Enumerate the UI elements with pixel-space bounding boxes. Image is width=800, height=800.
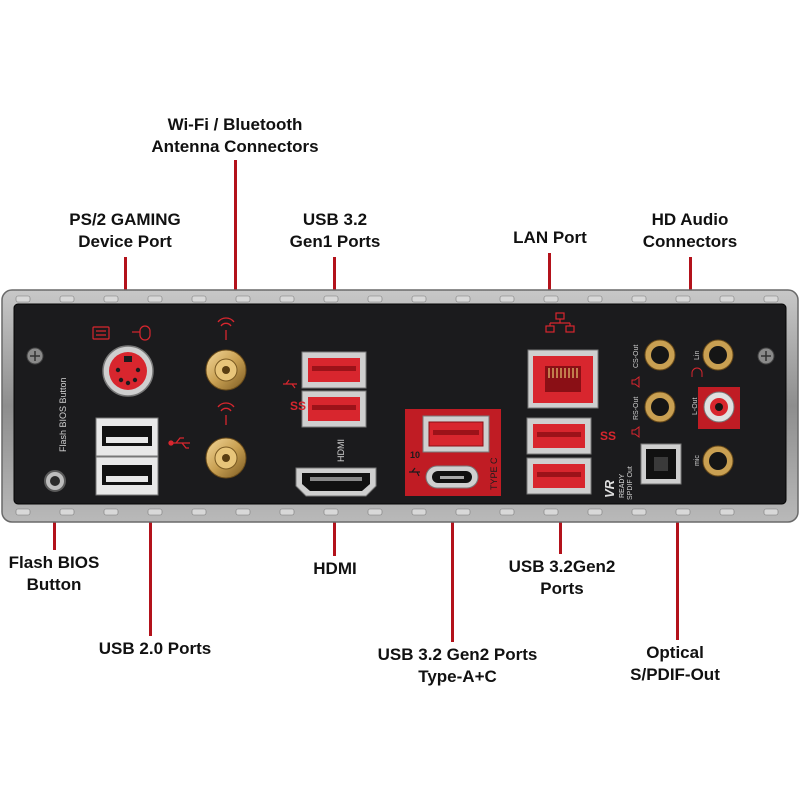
audio-jack-mic[interactable] bbox=[702, 445, 734, 477]
callout-ps2: PS/2 GAMING Device Port bbox=[69, 210, 181, 251]
hdmi-port[interactable] bbox=[295, 467, 377, 497]
usb-icon bbox=[168, 437, 190, 449]
callout-flash-bios: Flash BIOS Button bbox=[8, 553, 100, 594]
headphone-icon bbox=[691, 367, 703, 377]
usb32-gen2-port-top[interactable] bbox=[526, 417, 592, 455]
screw-right bbox=[757, 347, 775, 365]
line-in-panel-label: Lin bbox=[694, 351, 701, 360]
callout-usb32-gen2-ac: USB 3.2 Gen2 Ports Type-A+C bbox=[377, 645, 538, 686]
ten-panel-label: 10 bbox=[410, 450, 420, 460]
mic-panel-label: mic bbox=[694, 455, 701, 466]
cs-out-panel-label: CS-Out bbox=[633, 345, 640, 368]
callout-lan: LAN Port bbox=[513, 228, 587, 247]
usb20-port-bottom[interactable] bbox=[95, 456, 159, 496]
rs-out-panel-label: RS-Out bbox=[633, 397, 640, 420]
screw-left bbox=[26, 347, 44, 365]
network-icon bbox=[545, 312, 575, 333]
usb32-gen1-port-top[interactable] bbox=[301, 351, 367, 389]
callout-usb32-gen2: USB 3.2Gen2 Ports bbox=[508, 557, 616, 598]
leader-wifi bbox=[234, 160, 237, 305]
optical-spdif-port[interactable] bbox=[640, 443, 682, 485]
callout-audio: HD Audio Connectors bbox=[642, 210, 738, 251]
type-c-panel-label: TYPE C bbox=[489, 457, 499, 490]
usb20-port-top[interactable] bbox=[95, 417, 159, 457]
callout-hdmi: HDMI bbox=[313, 559, 357, 578]
leader-usb32-gen2-ac bbox=[451, 500, 454, 642]
callout-usb20: USB 2.0 Ports bbox=[98, 639, 212, 658]
line-out-panel-label: L-Out bbox=[692, 397, 699, 415]
audio-jack-line-out[interactable] bbox=[703, 391, 735, 423]
wifi-antenna-icon bbox=[217, 317, 235, 425]
lan-port[interactable] bbox=[527, 349, 599, 409]
ready-panel-label: READY bbox=[619, 474, 626, 498]
speaker-icon bbox=[631, 376, 640, 438]
leader-usb20 bbox=[149, 496, 152, 636]
frame-dimples bbox=[15, 295, 779, 516]
usb-ss-icon-gen2 bbox=[409, 467, 420, 477]
ss-mark: SS bbox=[290, 399, 306, 413]
ps2-mouse-icon bbox=[92, 325, 151, 341]
audio-jack-rs-out[interactable] bbox=[644, 391, 676, 423]
callout-usb32-gen1: USB 3.2 Gen1 Ports bbox=[289, 210, 381, 251]
leader-hdmi bbox=[333, 496, 336, 556]
usb32-gen2-port-bottom[interactable] bbox=[526, 457, 592, 495]
audio-jack-line-in[interactable] bbox=[702, 339, 734, 371]
ps2-port[interactable] bbox=[102, 345, 154, 397]
callout-optical: Optical S/PDIF-Out bbox=[630, 643, 720, 684]
audio-jack-cs-out[interactable] bbox=[644, 339, 676, 371]
callout-wifi-bluetooth: Wi-Fi / Bluetooth Antenna Connectors bbox=[151, 115, 319, 156]
ss-mark-right: SS bbox=[600, 429, 616, 443]
wifi-antenna-connector-1[interactable] bbox=[205, 349, 247, 391]
wifi-antenna-connector-2[interactable] bbox=[205, 437, 247, 479]
usb32-gen1-port-bottom[interactable] bbox=[301, 390, 367, 428]
usb32-gen2-type-c-port[interactable] bbox=[425, 465, 479, 489]
leader-optical bbox=[676, 498, 679, 640]
usb32-gen2-type-a-port[interactable] bbox=[422, 415, 490, 453]
vr-panel-label: VR bbox=[602, 479, 617, 498]
hdmi-panel-label: HDMI bbox=[336, 439, 346, 462]
leader-usb32-gen2 bbox=[559, 496, 562, 554]
flash-bios-button[interactable] bbox=[44, 470, 66, 492]
spdif-panel-label: SPDIF Out bbox=[627, 466, 634, 500]
flash-bios-panel-label: Flash BIOS Button bbox=[58, 377, 68, 452]
usb-ss-icon bbox=[283, 379, 297, 389]
